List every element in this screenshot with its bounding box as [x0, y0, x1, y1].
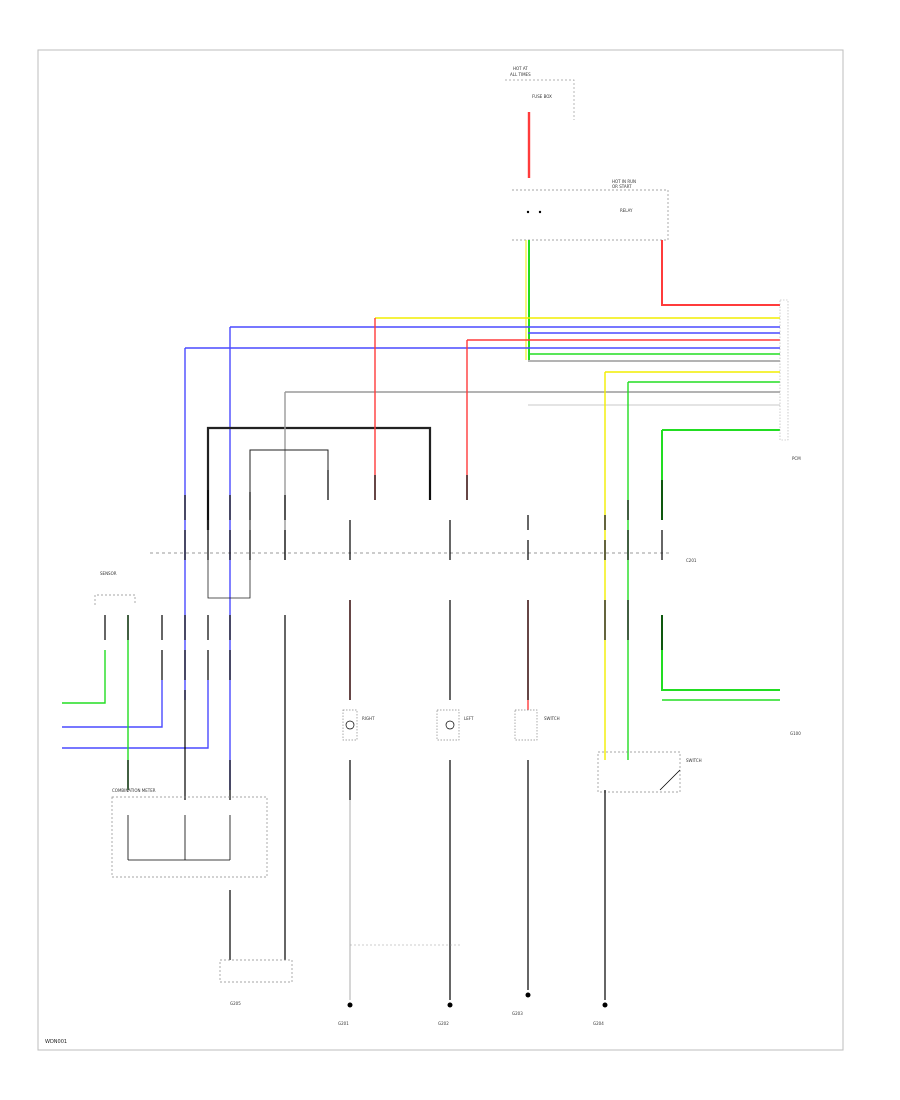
right-switch: SWITCH G100 [597, 731, 801, 793]
bus-wires [185, 317, 780, 431]
svg-text:OR START: OR START [612, 184, 632, 189]
ground-point [447, 1002, 453, 1008]
top-relay-box: HOT IN RUN OR START RELAY [512, 179, 669, 241]
svg-text:LEFT: LEFT [464, 716, 474, 721]
right-connector: PCM [779, 299, 801, 461]
svg-text:SWITCH: SWITCH [544, 716, 560, 721]
ground-drops [219, 680, 606, 1000]
grounds: G201 G202 G203 G204 G205 [230, 992, 608, 1026]
combination-meter: COMBINATION METER [111, 788, 268, 878]
top-fuse-box: HOT AT ALL TIMES FUSE BOX [505, 66, 575, 120]
wire-red-right [661, 240, 780, 306]
svg-text:FUSE BOX: FUSE BOX [532, 94, 552, 99]
switch-box: SWITCH [514, 709, 560, 741]
svg-text:G201: G201 [338, 1021, 349, 1026]
svg-text:SENSOR: SENSOR [100, 571, 117, 576]
svg-text:G204: G204 [593, 1021, 604, 1026]
svg-text:PCM: PCM [792, 456, 801, 461]
left-sensor: SENSOR [94, 571, 136, 605]
svg-text:RIGHT: RIGHT [362, 716, 375, 721]
vertical-drops [184, 318, 663, 790]
svg-text:G203: G203 [512, 1011, 523, 1016]
svg-text:ALL TIMES: ALL TIMES [510, 72, 531, 77]
svg-text:HOT IN RUN: HOT IN RUN [612, 179, 636, 184]
lower-wires [62, 560, 780, 800]
svg-text:SWITCH: SWITCH [686, 758, 702, 763]
middle-connector: C201 [150, 552, 697, 563]
ground-point [602, 1002, 608, 1008]
connector-stubs [184, 470, 663, 560]
svg-text:G205: G205 [230, 1001, 241, 1006]
svg-text:G202: G202 [438, 1021, 449, 1026]
svg-text:G100: G100 [790, 731, 801, 736]
svg-text:COMBINATION METER: COMBINATION METER [112, 788, 156, 793]
ground-point [525, 992, 531, 998]
svg-text:RELAY: RELAY [620, 208, 633, 213]
footer-code: WDN001 [45, 1039, 67, 1045]
lamp-left: LEFT [436, 709, 474, 741]
lamp-right: RIGHT [342, 709, 375, 741]
ground-point [347, 1002, 353, 1008]
svg-text:HOT AT: HOT AT [513, 66, 528, 71]
svg-text:C201: C201 [686, 558, 697, 563]
diagram-frame [37, 49, 844, 1051]
